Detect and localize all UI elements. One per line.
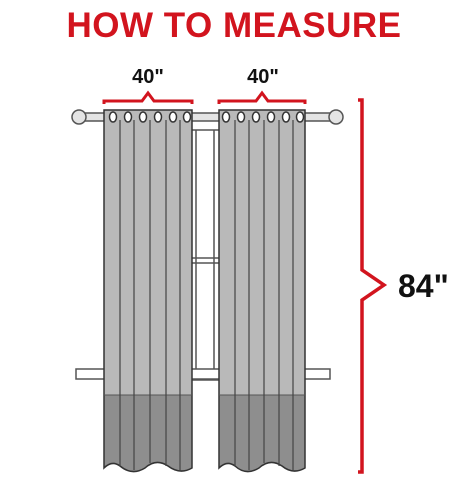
right-width-label: 40" [247, 66, 279, 88]
width-bracket-right [217, 90, 307, 104]
left-curtain-panel [103, 109, 193, 473]
grommets-right [221, 111, 305, 123]
right-curtain-panel [218, 109, 306, 473]
height-bracket [358, 98, 388, 474]
page-title: HOW TO MEASURE [66, 6, 402, 45]
left-width-label: 40" [132, 66, 164, 88]
window-sill [75, 368, 331, 380]
grommets-left [108, 111, 192, 123]
curtain-rod [71, 109, 344, 125]
window-frame [189, 129, 221, 381]
height-label: 84" [398, 268, 449, 304]
width-bracket-left [102, 90, 194, 104]
